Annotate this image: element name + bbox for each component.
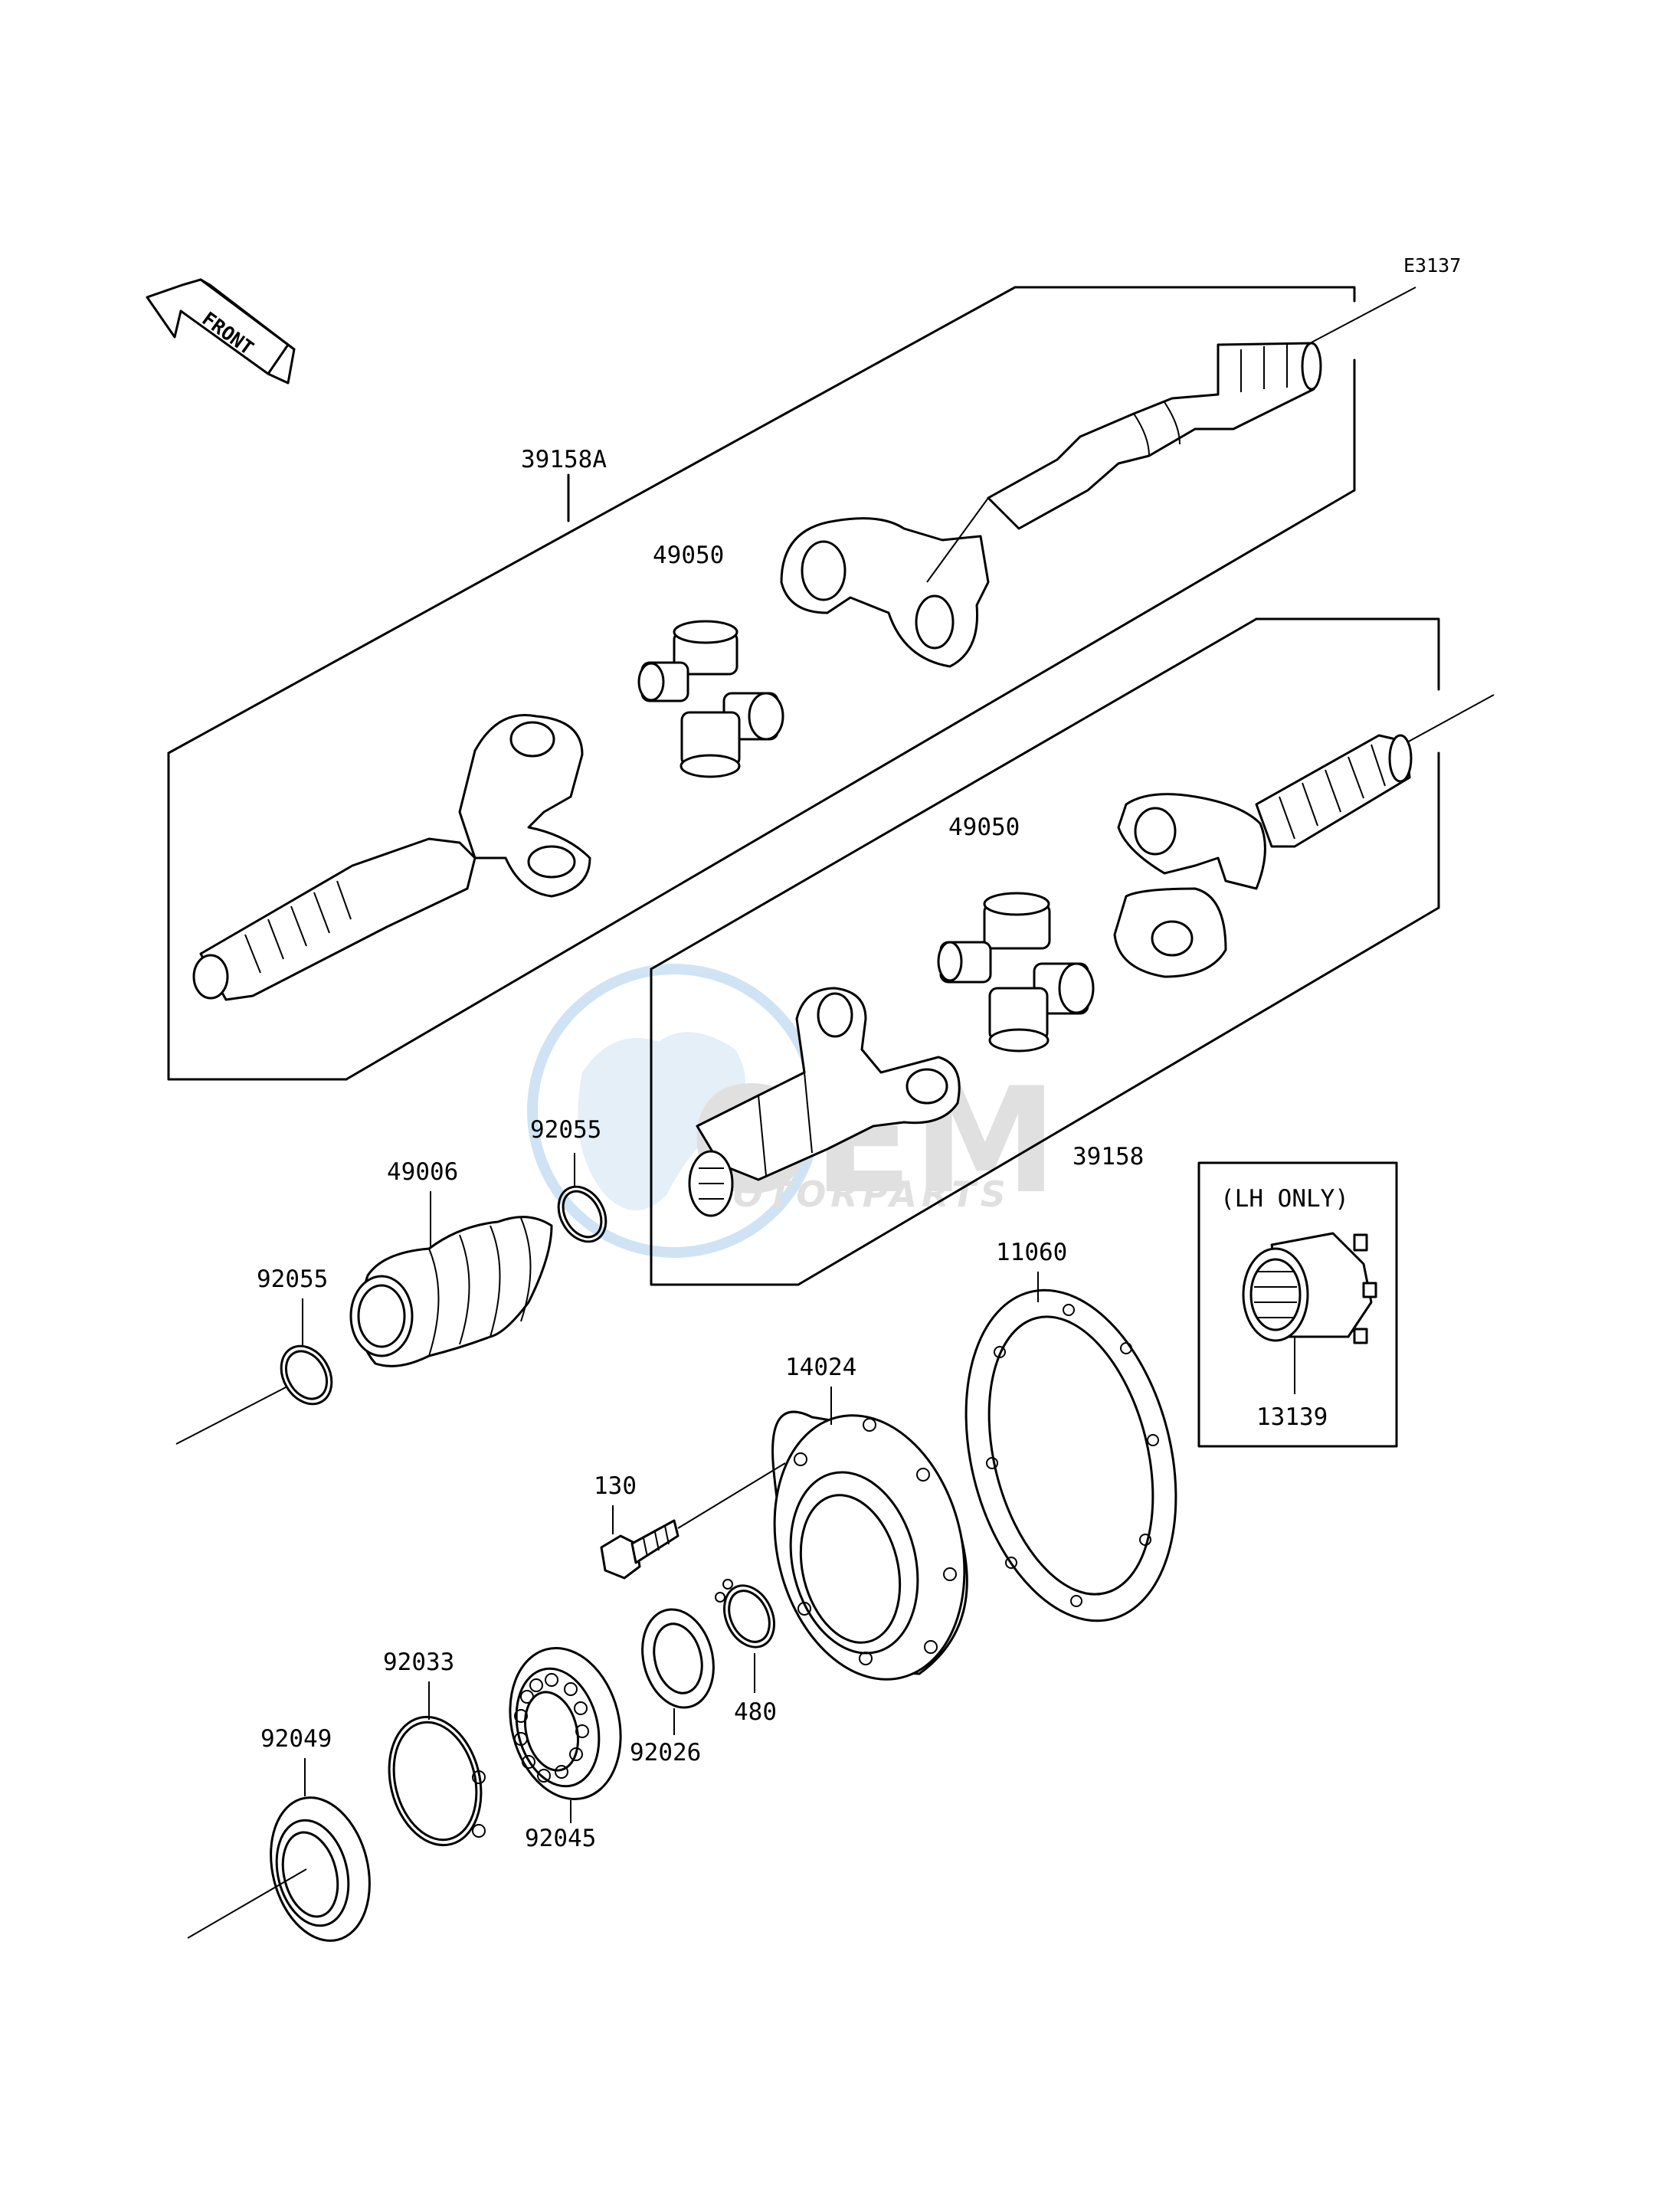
lower-shaft-assembly-box [650, 617, 1440, 1286]
lower-slip-yoke [688, 987, 961, 1217]
lh-only-note: (LH ONLY) [1220, 1185, 1349, 1213]
label-92045: 92045 [525, 1825, 596, 1852]
label-92049: 92049 [260, 1725, 332, 1753]
upper-shaft-assembly-box [167, 286, 1356, 1081]
boot-49006 [349, 1216, 553, 1367]
label-39158: 39158 [1073, 1143, 1144, 1171]
front-arrow-icon: FRONT [146, 278, 296, 385]
o-ring-92055-lower [280, 1344, 333, 1406]
label-92033: 92033 [383, 1649, 454, 1676]
label-14024: 14024 [785, 1354, 856, 1381]
upper-shaft-direction-arrow [1309, 286, 1416, 344]
upper-left-stub-shaft [192, 714, 591, 1001]
lh-only-inset-box [1197, 1161, 1398, 1448]
label-49050-lower: 49050 [948, 814, 1020, 841]
oil-seal-92049 [270, 1796, 371, 1942]
snap-ring-92033 [388, 1715, 486, 1847]
seal-direction-arrow [187, 1868, 307, 1939]
upper-drive-shaft [780, 342, 1322, 668]
label-49050-upper: 49050 [653, 542, 724, 569]
upper-universal-joint [637, 620, 784, 778]
label-49006: 49006 [387, 1158, 458, 1186]
label-92055-lower: 92055 [257, 1265, 328, 1293]
label-480: 480 [734, 1698, 777, 1726]
gear-sleeve-13139 [1242, 1232, 1377, 1344]
label-13139: 13139 [1256, 1403, 1328, 1431]
watermark-sub: MOTORPARTS [693, 1174, 1010, 1215]
washer-92026 [641, 1608, 715, 1709]
boot-direction-arrow [175, 1386, 288, 1445]
label-11060: 11060 [996, 1239, 1067, 1266]
label-39158A: 39158A [521, 446, 607, 473]
bearing-92045 [509, 1647, 622, 1800]
label-92026: 92026 [630, 1739, 701, 1766]
lower-universal-joint [937, 892, 1095, 1053]
housing-14024 [771, 1410, 968, 1681]
diagram-code: E3137 [1403, 254, 1461, 277]
lower-shaft-direction-arrow [1405, 694, 1495, 744]
bolt-130 [600, 1519, 680, 1580]
gasket-11060 [964, 1288, 1177, 1622]
o-ring-92055-upper [557, 1185, 607, 1243]
lower-right-stub-shaft [1113, 734, 1413, 978]
circlip-480 [715, 1579, 775, 1649]
label-130: 130 [594, 1472, 637, 1500]
label-92055-upper: 92055 [530, 1116, 601, 1144]
